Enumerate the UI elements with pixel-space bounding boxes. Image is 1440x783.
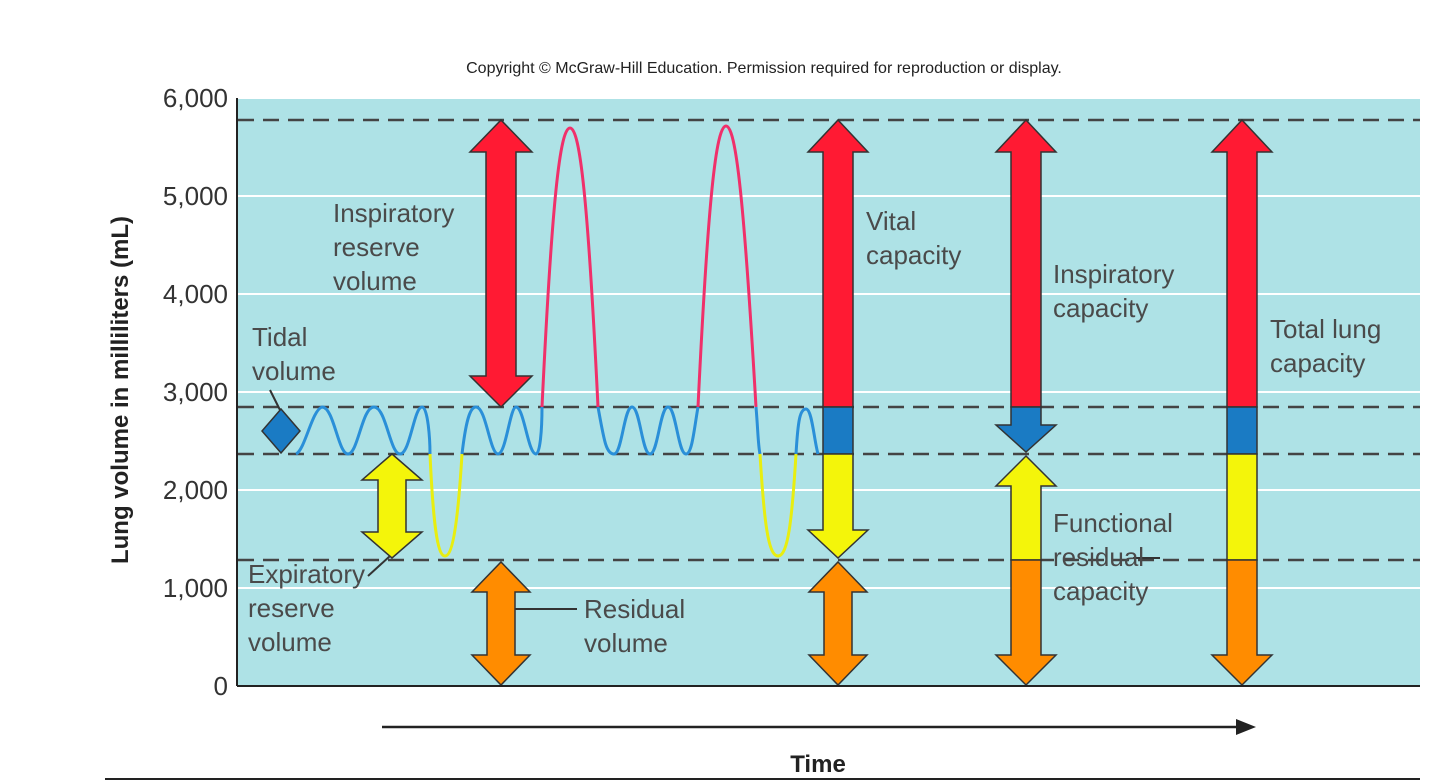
y-axis-label: Lung volume in milliliters (mL) [107,216,134,564]
tidal-trace-5 [794,407,820,455]
vc-tidal-segment [822,406,854,455]
irv-label-line: Inspiratory [333,198,454,228]
erv-label: Expiratory reserve volume [248,559,372,657]
time-arrow [382,719,1256,735]
erv-arrow [359,453,425,559]
tidal-volume-label-line: volume [252,356,336,386]
irv-label-line: reserve [333,232,420,262]
axes [236,98,1420,687]
vc-erv-segment [806,453,870,560]
irv-label-line: volume [333,266,417,296]
leader-lines [269,389,1160,610]
total-lung-capacity-label-line: Total lung [1270,314,1381,344]
erv-label-line: reserve [248,593,335,623]
erv-trace-2 [758,453,798,558]
tidal-volume-label-line: Tidal [252,322,307,352]
irv-trace-2 [696,124,758,408]
time-arrow-head [1236,719,1256,735]
tidal-trace-2 [460,405,544,456]
erv-label-line: volume [248,627,332,657]
ytick-3000: 3,000 [163,377,228,407]
frc-label: Functional residual capacity [1053,508,1180,606]
residual-volume-label-line: volume [584,628,668,658]
vital-capacity-label-line: Vital [866,206,916,236]
tidal-trace-4 [754,406,762,455]
vital-capacity-arrow [806,118,870,560]
total-lung-capacity-label-line: capacity [1270,348,1365,378]
tidal-trace-1 [295,405,432,456]
tlc-erv-segment [1226,453,1258,561]
tlc-tidal-segment [1226,406,1258,455]
residual-volume-label-line: Residual [584,594,685,624]
inspiratory-capacity-label: Inspiratory capacity [1053,259,1182,323]
total-lung-capacity-label: Total lung capacity [1270,314,1389,378]
x-axis-label: Time [790,751,846,778]
irv-label: Inspiratory reserve volume [333,198,462,296]
tidal-volume-arrow [261,407,301,455]
tidal-volume-label: Tidal volume [252,322,336,386]
tlc-rv-segment [1210,559,1274,687]
tidal-leader [269,389,281,411]
tidal-trace-3 [596,405,700,456]
ytick-4000: 4,000 [163,279,228,309]
spirometer-trace [295,124,820,558]
irv-trace-1 [540,126,600,408]
vital-capacity-label: Vital capacity [866,206,961,270]
erv-trace-1 [428,453,464,558]
ytick-1000: 1,000 [163,573,228,603]
frc-label-line: capacity [1053,576,1148,606]
total-lung-capacity-arrow [1210,118,1274,687]
ytick-2000: 2,000 [163,475,228,505]
erv-leader [367,555,391,577]
frc-label-line: Functional [1053,508,1173,538]
inspiratory-capacity-arrow [994,118,1058,454]
ic-tidal-segment [994,406,1058,454]
inspiratory-capacity-label-line: Inspiratory [1053,259,1174,289]
inspiratory-capacity-label-line: capacity [1053,293,1148,323]
vital-capacity-label-line: capacity [866,240,961,270]
residual-volume-label: Residual volume [584,594,692,658]
irv-arrow [468,118,534,409]
ytick-0: 0 [214,671,228,701]
ytick-5000: 5,000 [163,181,228,211]
copyright-notice: Copyright © McGraw-Hill Education. Permi… [466,60,1062,77]
frc-label-line: residual [1053,542,1144,572]
ytick-6000: 6,000 [163,83,228,113]
erv-label-line: Expiratory [248,559,365,589]
frc-arrow [994,454,1058,687]
y-tick-labels: 6,000 5,000 4,000 3,000 2,000 1,000 0 [163,83,228,701]
frc-rv-segment [994,559,1058,687]
